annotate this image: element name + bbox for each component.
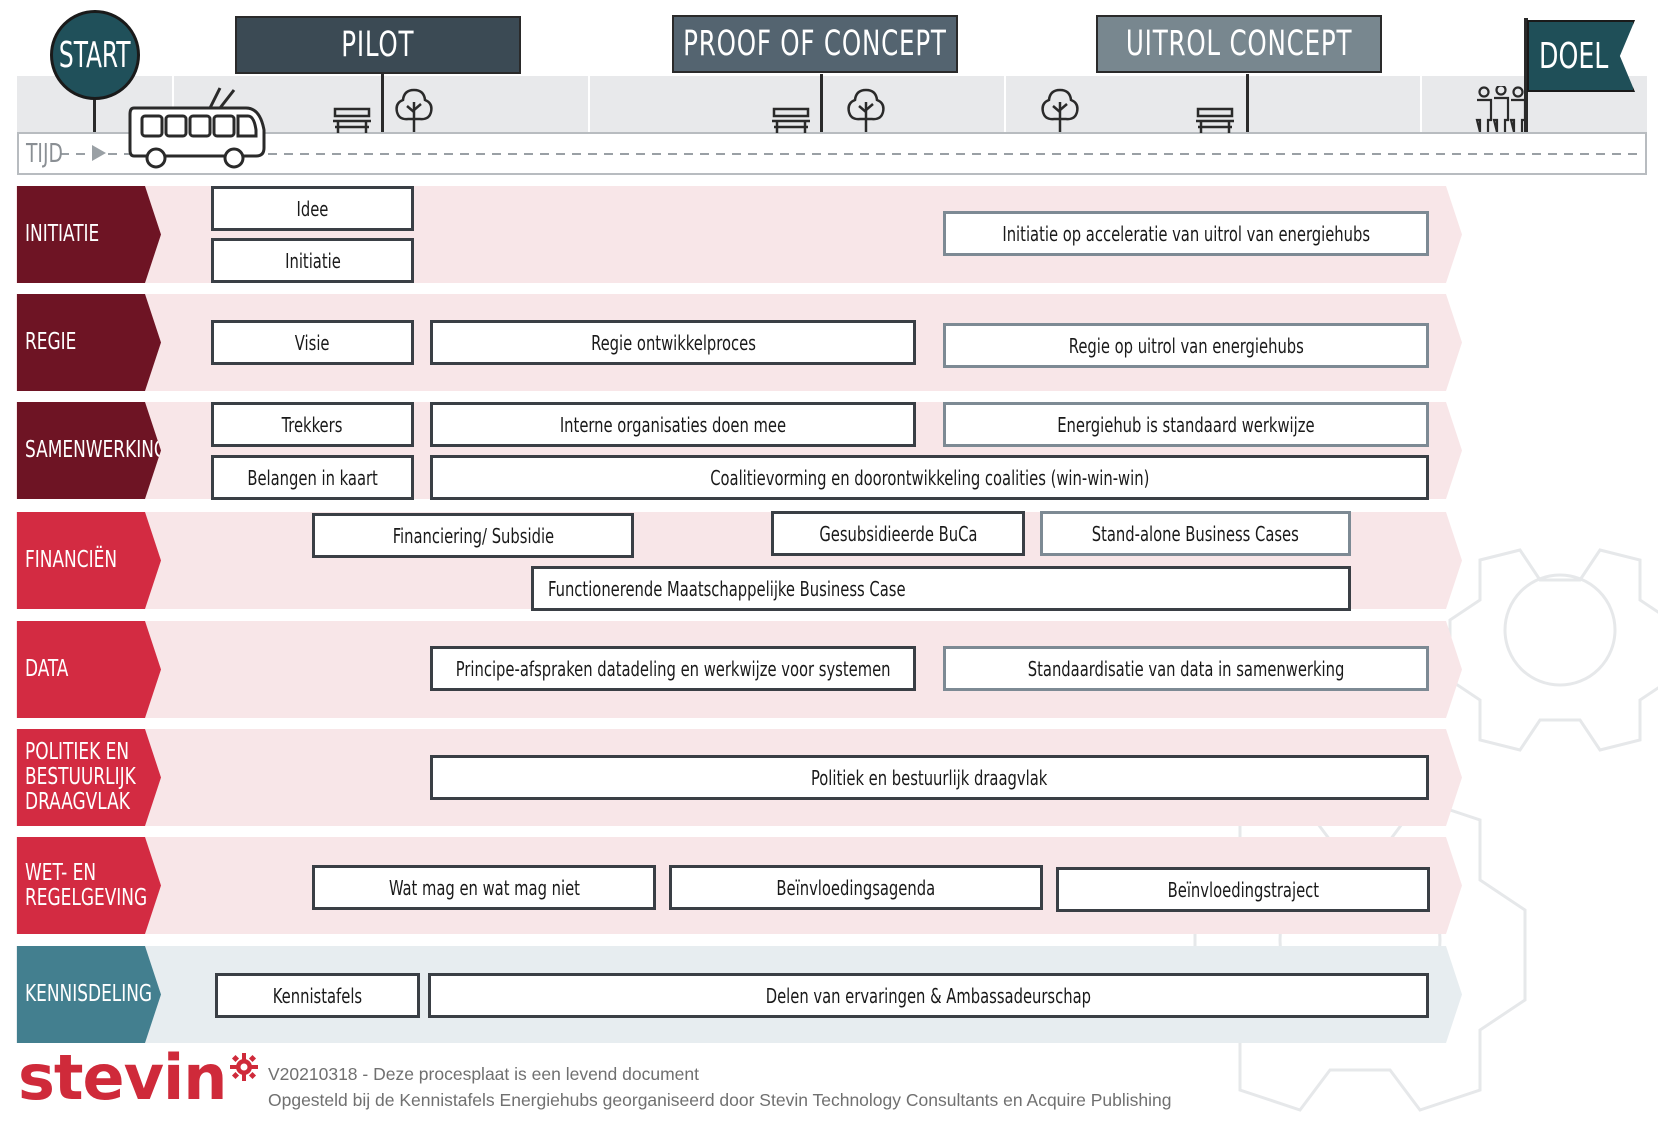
scenery-band bbox=[17, 76, 1647, 133]
pilot-post bbox=[381, 74, 384, 132]
lane-label-politiek: POLITIEK EN BESTUURLIJK DRAAGVLAK bbox=[17, 729, 161, 826]
scenery-divider bbox=[172, 76, 174, 133]
people-group-icon bbox=[1475, 86, 1527, 132]
scenery-divider bbox=[1420, 76, 1422, 133]
phase-label: PILOT bbox=[341, 25, 415, 65]
version-note: V20210318 - Deze procesplaat is een leve… bbox=[268, 1064, 699, 1084]
activity-box: Gesubsidieerde BuCa bbox=[771, 511, 1025, 556]
lane-label-regie: REGIE bbox=[17, 294, 161, 391]
activity-box: Functionerende Maatschappelijke Business… bbox=[531, 566, 1351, 611]
phase-sign-pilot: PILOT bbox=[235, 16, 521, 74]
activity-box: Delen van ervaringen & Ambassadeurschap bbox=[428, 973, 1429, 1018]
phase-label: PROOF OF CONCEPT bbox=[683, 24, 947, 64]
doel-label: DOEL bbox=[1539, 35, 1609, 77]
poc-post bbox=[820, 74, 823, 132]
activity-box: Beïnvloedingsagenda bbox=[669, 865, 1043, 910]
activity-box: Coalitievorming en doorontwikkeling coal… bbox=[430, 455, 1429, 500]
gear-logo-icon bbox=[230, 1053, 259, 1081]
activity-box: Wat mag en wat mag niet bbox=[312, 865, 656, 910]
activity-box: Standaardisatie van data in samenwerking bbox=[943, 646, 1429, 691]
phase-sign-proof-of-concept: PROOF OF CONCEPT bbox=[672, 15, 958, 73]
phase-sign-uitrol-concept: UITROL CONCEPT bbox=[1096, 15, 1382, 73]
activity-box: Financiering/ Subsidie bbox=[312, 513, 634, 558]
tree-icon bbox=[395, 88, 433, 132]
play-arrow-icon bbox=[92, 145, 106, 161]
activity-box: Initiatie bbox=[211, 238, 414, 283]
start-marker: START bbox=[50, 10, 140, 100]
tree-icon bbox=[847, 88, 885, 132]
lane-label-kennisdeling: KENNISDELING bbox=[17, 946, 161, 1043]
activity-box: Politiek en bestuurlijk draagvlak bbox=[430, 755, 1429, 800]
doel-flag: DOEL bbox=[1527, 20, 1635, 92]
activity-box: Principe-afspraken datadeling en werkwij… bbox=[430, 646, 916, 691]
doel-flagpole bbox=[1524, 18, 1528, 132]
bus-icon bbox=[128, 87, 266, 169]
activity-box: Energiehub is standaard werkwijze bbox=[943, 402, 1429, 447]
bench-icon bbox=[333, 107, 371, 133]
bench-icon bbox=[772, 107, 810, 133]
stevin-logo: stevin bbox=[18, 1047, 259, 1109]
scenery-divider bbox=[588, 76, 590, 133]
scenery-divider bbox=[1004, 76, 1006, 133]
activity-box: Beïnvloedingstraject bbox=[1056, 867, 1430, 912]
activity-box: Belangen in kaart bbox=[211, 455, 414, 500]
bench-icon bbox=[1196, 107, 1234, 133]
lane-label-data: DATA bbox=[17, 621, 161, 718]
tijd-label: TIJD bbox=[26, 139, 63, 169]
credits-note: Opgesteld bij de Kennistafels Energiehub… bbox=[268, 1090, 1172, 1110]
activity-box: Regie op uitrol van energiehubs bbox=[943, 323, 1429, 368]
lane-label-financien: FINANCIËN bbox=[17, 512, 161, 609]
activity-box: Idee bbox=[211, 186, 414, 231]
activity-box: Initiatie op acceleratie van uitrol van … bbox=[943, 211, 1429, 256]
start-label: START bbox=[59, 34, 131, 76]
activity-box: Stand-alone Business Cases bbox=[1040, 511, 1351, 556]
activity-box: Interne organisaties doen mee bbox=[430, 402, 916, 447]
lane-label-samenwerking: SAMENWERKING bbox=[17, 402, 161, 499]
lane-label-initiatie: INITIATIE bbox=[17, 186, 161, 283]
phase-label: UITROL CONCEPT bbox=[1125, 24, 1353, 64]
activity-box: Kennistafels bbox=[215, 973, 420, 1018]
activity-box: Trekkers bbox=[211, 402, 414, 447]
road-dashes bbox=[60, 153, 1640, 155]
activity-box: Visie bbox=[211, 320, 414, 365]
tree-icon bbox=[1041, 88, 1079, 132]
lane-label-wet: WET- EN REGELGEVING bbox=[17, 837, 161, 934]
activity-box: Regie ontwikkelproces bbox=[430, 320, 916, 365]
uitrol-post bbox=[1246, 74, 1249, 132]
start-post bbox=[93, 98, 96, 132]
